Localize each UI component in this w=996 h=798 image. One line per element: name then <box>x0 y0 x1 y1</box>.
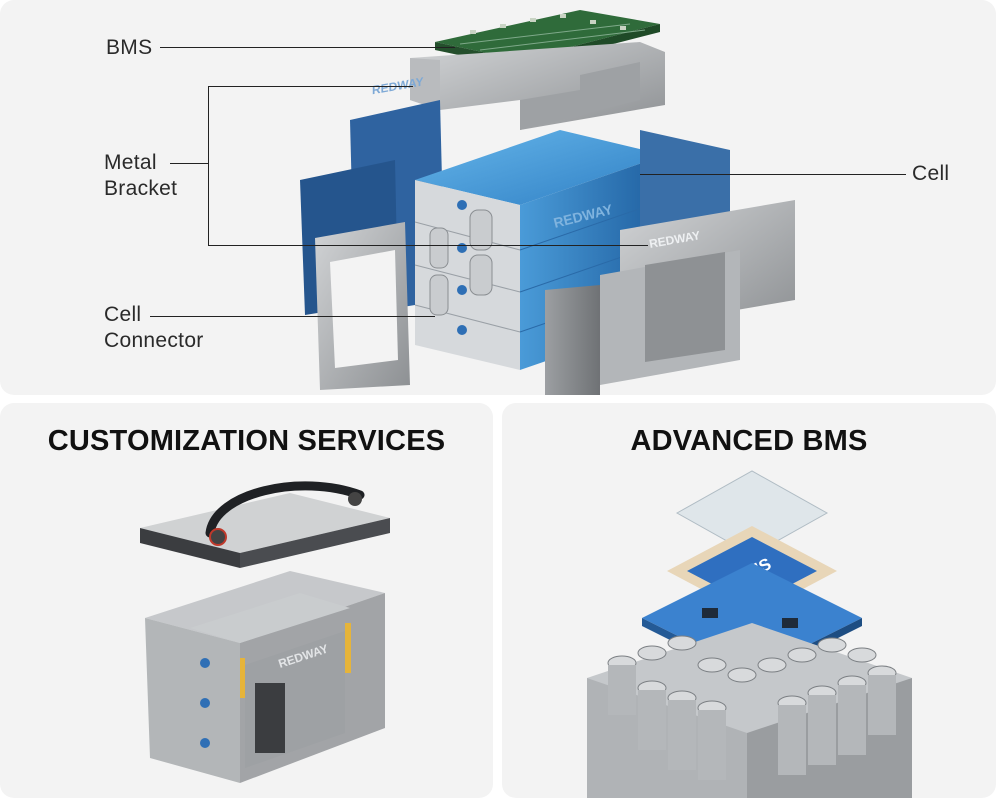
metal-bracket-bottom-line <box>208 245 648 246</box>
cell-connector-label-line2: Connector <box>104 329 204 352</box>
customization-services-panel: CUSTOMIZATION SERVICES REDWAY <box>0 403 493 798</box>
cell-leader-line <box>640 174 906 175</box>
battery-lid <box>140 481 390 568</box>
cell-connector-leader-line <box>150 316 435 317</box>
bms-leader-line <box>160 47 455 48</box>
metal-bracket-label-line2: Bracket <box>104 177 178 200</box>
exploded-battery-panel: REDWAY REDWAY <box>0 0 996 395</box>
metal-bracket-label-line1: Metal <box>104 151 157 174</box>
battery-case: REDWAY <box>145 571 385 783</box>
bms-stack-illustration: BMS <box>587 470 912 798</box>
metal-bracket-leader-line <box>170 163 208 164</box>
metal-bracket-bracket-line <box>208 86 209 245</box>
metal-bracket-top-line <box>208 86 413 87</box>
customization-services-title: CUSTOMIZATION SERVICES <box>47 425 446 457</box>
bms-label: BMS <box>106 36 153 59</box>
right-metal-bracket: REDWAY <box>545 200 795 395</box>
left-metal-bracket <box>315 222 410 390</box>
advanced-bms-panel: ADVANCED BMS BMS <box>502 403 996 798</box>
top-metal-bracket <box>410 42 665 130</box>
cell-connector-label-line1: Cell <box>104 303 142 326</box>
cylindrical-cell-array <box>587 623 912 798</box>
battery-case-illustration: REDWAY <box>140 481 390 783</box>
cell-label: Cell <box>912 162 950 185</box>
exploded-battery-illustration: REDWAY REDWAY <box>300 10 795 395</box>
advanced-bms-title: ADVANCED BMS <box>630 425 868 457</box>
